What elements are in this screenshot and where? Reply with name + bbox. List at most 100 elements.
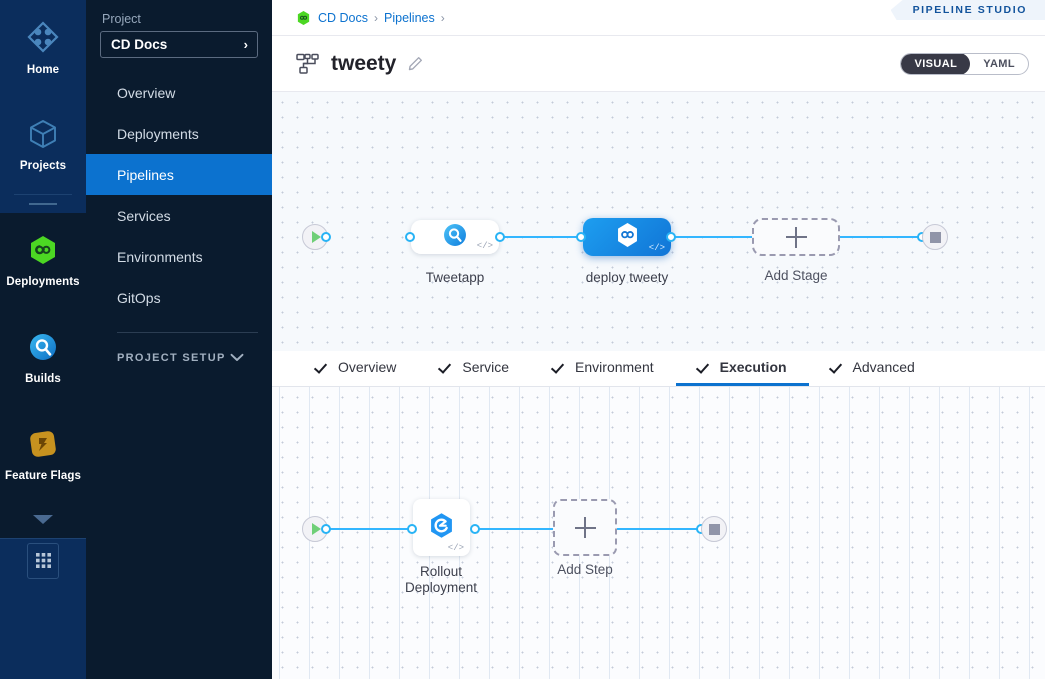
chevron-down-icon (230, 349, 244, 367)
step-label-rollout-deployment: Rollout Deployment (381, 564, 501, 596)
stage-node-deploy-tweety[interactable]: </> (583, 218, 671, 256)
tab-execution[interactable]: Execution (675, 351, 809, 386)
stage-label-tweetapp: Tweetapp (425, 270, 485, 285)
tab-advanced[interactable]: Advanced (809, 351, 937, 386)
chevron-right-icon: › (243, 37, 248, 52)
port-deploy-out (666, 232, 676, 242)
pipeline-title-bar: tweety VISUAL YAML (272, 36, 1045, 92)
project-selector-name: CD Docs (111, 37, 168, 52)
kubernetes-rollout-icon (427, 511, 456, 545)
app-grid-icon[interactable] (27, 542, 59, 579)
tab-label: Overview (338, 359, 397, 375)
edge-step-start-to-rollout (322, 528, 412, 530)
add-step-node[interactable] (553, 499, 617, 556)
port-deploy-in (576, 232, 586, 242)
sidebar-item-services[interactable]: Services (86, 195, 272, 236)
rail-dash-marker (0, 195, 86, 213)
step-end-node[interactable] (701, 516, 727, 542)
sidebar-item-gitops[interactable]: GitOps (86, 277, 272, 318)
port-rollout-out (470, 524, 480, 534)
sidebar-item-pipelines[interactable]: Pipelines (86, 154, 272, 195)
sidebar-item-label: Pipelines (117, 166, 174, 183)
sidebar-item-label: GitOps (117, 289, 161, 306)
toggle-yaml[interactable]: YAML (983, 57, 1015, 70)
pencil-edit-icon[interactable] (408, 56, 423, 71)
stop-end-icon (929, 231, 941, 243)
sidebar-item-overview[interactable]: Overview (86, 72, 272, 113)
breadcrumb-separator: › (440, 10, 445, 25)
play-start-icon (312, 231, 321, 243)
sidebar-item-deployments[interactable]: Deployments (86, 113, 272, 154)
edge-tweetapp-to-deploy (484, 236, 581, 238)
pipeline-studio-badge: PIPELINE STUDIO (890, 0, 1045, 20)
rail-item-home-label: Home (26, 64, 60, 77)
rail-expand-toggle[interactable] (0, 504, 86, 538)
tab-label: Environment (575, 359, 654, 375)
step-label-line2: Deployment (404, 580, 478, 596)
edge-deploy-to-addstage (654, 236, 754, 238)
cube-icon (27, 118, 59, 155)
builds-magnifier-icon (27, 331, 59, 368)
stage-end-node[interactable] (922, 224, 948, 250)
port-rollout-in (407, 524, 417, 534)
tab-overview[interactable]: Overview (294, 351, 418, 386)
rail-item-deployments-label: Deployments (6, 276, 80, 289)
step-node-rollout-deployment[interactable]: </> (413, 499, 470, 556)
sidebar-item-environments[interactable]: Environments (86, 236, 272, 277)
breadcrumb-pipelines[interactable]: Pipelines (384, 10, 435, 25)
rail-divider (14, 194, 72, 195)
project-sidebar: Project CD Docs › Overview Deployments P… (86, 0, 272, 679)
port-tweetapp-out (495, 232, 505, 242)
stage-canvas[interactable]: </> Tweetapp </> deploy tweety (272, 92, 1045, 351)
caret-down-icon (31, 512, 55, 530)
check-icon (316, 361, 329, 374)
breadcrumb-cd-docs[interactable]: CD Docs (318, 10, 369, 25)
add-stage-node[interactable] (752, 218, 840, 256)
tab-label: Service (462, 359, 510, 375)
stage-label-deploy-tweety: deploy tweety (585, 270, 669, 285)
plus-icon (785, 226, 807, 248)
builds-magnifier-icon (442, 222, 468, 253)
app-grid-launcher[interactable] (0, 538, 86, 582)
sidebar-item-label: Deployments (117, 125, 199, 142)
step-canvas[interactable]: </> Rollout Deployment Add Step (272, 387, 1045, 679)
check-icon (698, 361, 711, 374)
rail-item-projects[interactable]: Projects (0, 97, 86, 194)
rail-item-feature-flags-label: Feature Flags (4, 470, 82, 483)
stage-node-tweetapp[interactable]: </> (411, 220, 499, 254)
rail-item-feature-flags[interactable]: Feature Flags (0, 407, 86, 504)
main-content: CD Docs › Pipelines › PIPELINE STUDIO tw… (272, 0, 1045, 679)
port-step-start-out (321, 524, 331, 534)
page-title: tweety (331, 51, 397, 75)
edge-addstep-to-end (617, 528, 702, 530)
tab-service[interactable]: Service (418, 351, 531, 386)
port-tweetapp-in (405, 232, 415, 242)
feature-flags-icon (27, 428, 59, 465)
rail-item-home[interactable]: Home (0, 0, 86, 97)
rail-item-builds[interactable]: Builds (0, 310, 86, 407)
project-setup-toggle[interactable]: PROJECT SETUP (86, 333, 272, 367)
check-icon (831, 361, 844, 374)
plus-icon (574, 517, 596, 538)
sidebar-divider (117, 332, 258, 333)
edge-addstage-to-end (824, 236, 924, 238)
stop-end-icon (708, 523, 720, 535)
project-setup-label: PROJECT SETUP (117, 352, 226, 364)
tab-label: Advanced (852, 359, 915, 375)
edge-rollout-to-addstep (475, 528, 588, 530)
rail-item-deployments[interactable]: Deployments (0, 213, 86, 310)
harness-cd-hex-icon (296, 10, 311, 26)
tab-label: Execution (719, 359, 787, 375)
toggle-visual[interactable]: VISUAL (901, 53, 971, 74)
step-code-tag: </> (447, 543, 464, 553)
tab-environment[interactable]: Environment (531, 351, 676, 386)
harness-cd-hex-icon (27, 234, 59, 271)
sidebar-item-label: Services (117, 207, 171, 224)
sidebar-nav-list: Overview Deployments Pipelines Services … (86, 72, 272, 318)
breadcrumb-bar: CD Docs › Pipelines › PIPELINE STUDIO (272, 0, 1045, 36)
project-selector[interactable]: CD Docs › (100, 31, 258, 58)
pipeline-hierarchy-icon (296, 53, 320, 75)
rail-item-projects-label: Projects (19, 160, 67, 173)
check-icon (440, 361, 453, 374)
